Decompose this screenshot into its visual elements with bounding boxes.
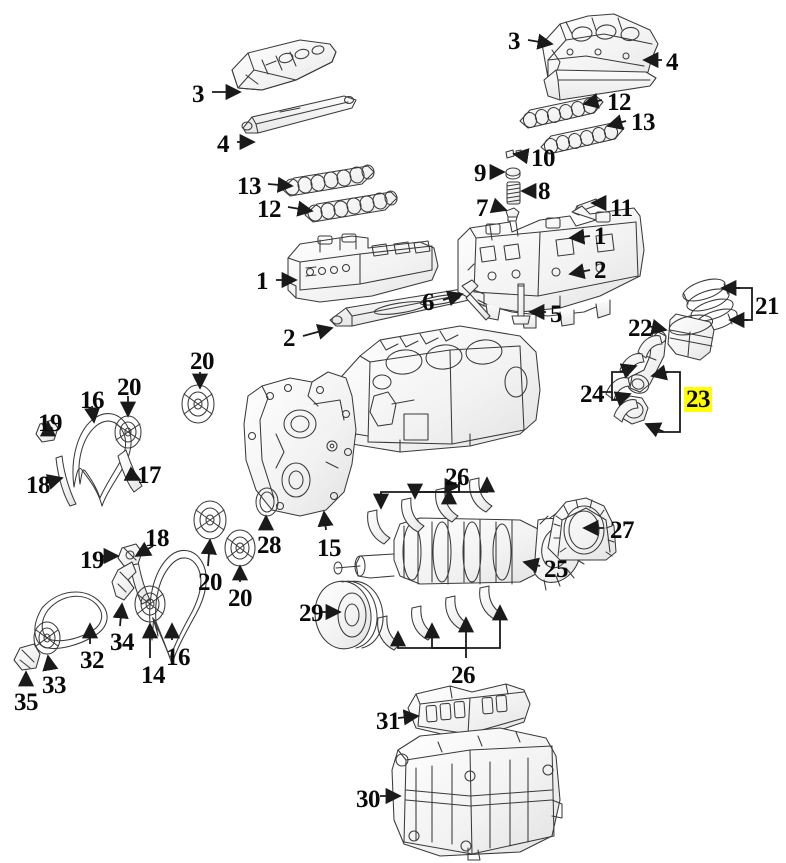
callout-label: 26 [451,662,476,689]
part-chain-guide-34 [111,561,137,601]
callout-label: 11 [610,195,633,222]
callout-label: 10 [531,145,556,172]
callout-label: 1 [256,268,269,295]
part-valve-cover-gasket-left [241,95,357,134]
part-piston [667,313,715,361]
part-cylinder-head-left [287,233,439,303]
callout-label: 33 [42,672,67,699]
part-rear-main-seal-housing [547,497,617,561]
part-oil-pan [391,727,563,861]
callout-label: 12 [257,196,282,223]
part-tensioner-35 [13,643,41,671]
callout-label: 32 [80,647,105,674]
callout-label: 17 [137,462,162,489]
callout-label: 22 [628,315,653,342]
part-valve-cover-left [231,39,337,91]
callout-label: 24 [580,381,605,408]
part-camshaft-right-intake [519,95,604,129]
part-engine-block [335,325,541,453]
part-timing-chain-lower-left [149,549,207,665]
part-head-bolt [461,279,491,321]
part-head-gasket-left [329,287,483,327]
callout-label: 21 [755,293,780,320]
callout-label: 19 [38,410,63,437]
part-sprocket-14 [134,585,166,623]
callout-label: 35 [14,689,39,716]
part-crankshaft-pulley [314,580,384,650]
callout-label: 20 [228,585,253,612]
callout-label: 4 [217,131,230,158]
callout-label: 20 [190,348,215,375]
callout-label: 18 [26,472,51,499]
part-camshaft-left-exhaust [281,164,375,197]
callout-label: 3 [508,28,521,55]
part-sprocket-20-lowerright [224,529,256,567]
callout-label: 34 [110,629,135,656]
callout-label: 7 [476,195,489,222]
callout-label: 13 [237,173,262,200]
callout-label: 3 [192,81,205,108]
part-valve-cover-gasket-right [543,69,657,101]
callout-label: 20 [198,569,223,596]
part-main-bearings-upper [367,477,493,545]
callout-label: 20 [117,374,142,401]
callout-label: 14 [141,662,166,689]
callout-label: 15 [317,535,342,562]
callout-label: 2 [283,325,296,352]
callout-label: 30 [356,786,381,813]
callout-label: 16 [166,644,191,671]
callout-label: 8 [538,178,551,205]
callout-label: 19 [80,547,105,574]
callout-label: 16 [80,387,105,414]
part-oil-baffle [407,683,531,737]
callout-label: 6 [422,289,435,316]
part-camshaft-left-intake [304,190,398,223]
part-sprocket-20-upperright [181,384,215,424]
part-cylinder-head-right [457,205,645,313]
callout-label: 12 [607,89,632,116]
part-sprocket-33 [33,621,61,655]
callout-label: 1 [594,223,607,250]
callout-label: 5 [550,301,563,328]
callout-label: 29 [299,600,324,627]
part-valve [511,283,531,325]
callout-label: 28 [257,532,282,559]
part-valve-stem-seal [505,207,520,222]
part-valve-spring-retainer [505,167,521,180]
part-valve-spring [506,181,521,205]
callout-label: 27 [610,517,635,544]
leader-lines [17,33,753,805]
callout-label-highlighted: 23 [684,386,712,413]
callout-label: 4 [666,49,679,76]
callout-label: 2 [594,257,607,284]
callout-label: 18 [145,525,170,552]
part-timing-cover [243,371,357,517]
callout-label: 26 [445,464,470,491]
callout-label: 25 [544,556,569,583]
callout-label: 9 [474,160,487,187]
part-sprocket-20-lowerleft [193,500,227,540]
callout-label: 13 [631,109,656,136]
part-main-bearings-lower [377,585,503,651]
callout-label: 31 [376,708,401,735]
part-chain-32 [34,591,108,649]
part-sprocket-20-upperleft [114,415,142,449]
